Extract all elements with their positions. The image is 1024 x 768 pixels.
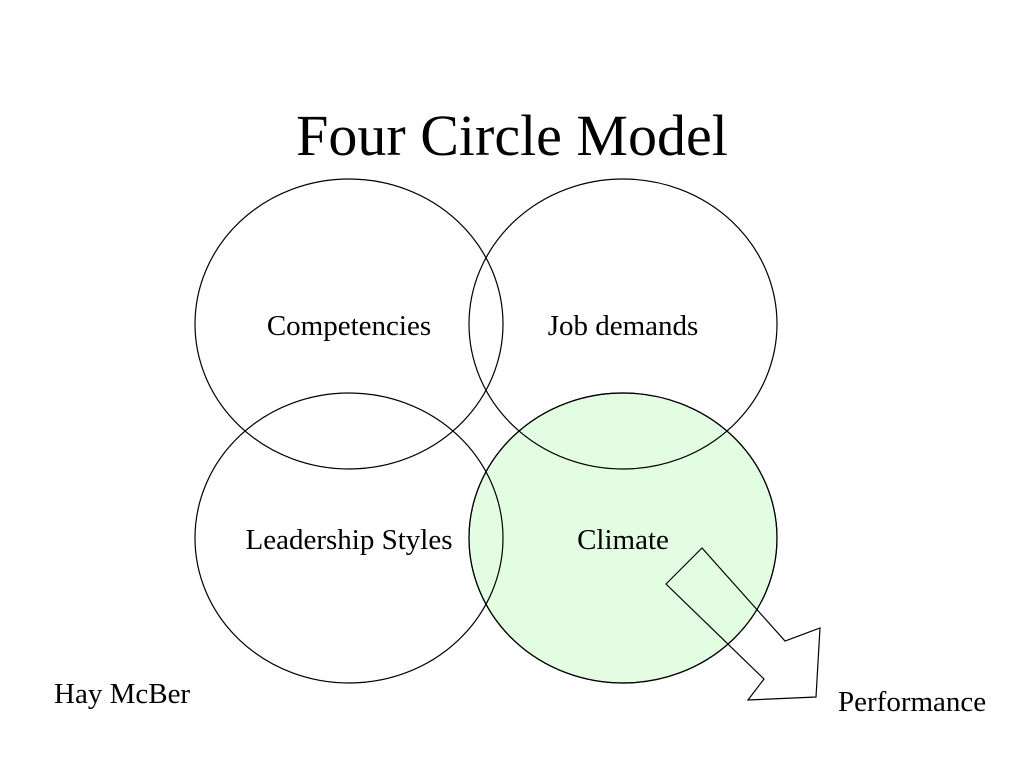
credit-text: Hay McBer — [54, 678, 191, 710]
performance-arrow — [665, 547, 821, 701]
label-climate: Climate — [577, 524, 669, 556]
circle-competencies — [194, 178, 504, 470]
label-job-demands: Job demands — [548, 310, 699, 342]
circle-climate-outline — [468, 392, 778, 684]
circle-leadership-styles — [194, 392, 504, 684]
label-leadership-styles: Leadership Styles — [246, 524, 453, 556]
label-competencies: Competencies — [267, 310, 431, 342]
circle-job-demands — [468, 178, 778, 470]
slide-title: Four Circle Model — [296, 103, 728, 168]
performance-label: Performance — [838, 686, 987, 718]
